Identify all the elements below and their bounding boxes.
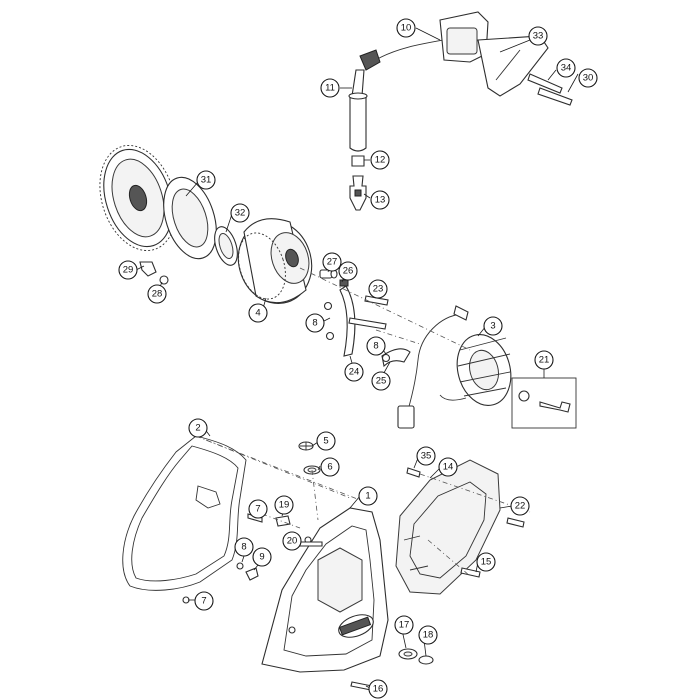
callout-12-label: 12 — [375, 155, 386, 166]
callout-23: 23 — [368, 279, 388, 299]
callout-17-label: 17 — [399, 620, 410, 631]
callout-4-label: 4 — [255, 308, 260, 319]
callout-7-lower: 7 — [194, 591, 214, 611]
callout-28: 28 — [147, 284, 167, 304]
callout-9-label: 9 — [259, 552, 264, 563]
callout-8: 8 — [305, 313, 325, 333]
starter-gear — [99, 145, 177, 251]
callout-23-label: 23 — [373, 284, 384, 295]
callout-10-label: 10 — [401, 23, 412, 34]
callout-7: 7 — [248, 499, 268, 519]
pickup-sensor — [381, 348, 411, 368]
callout-16: 16 — [368, 679, 388, 699]
washer-32 — [214, 226, 238, 266]
callout-30-label: 30 — [583, 73, 594, 84]
repair-kit-box — [511, 377, 577, 429]
callout-34: 34 — [556, 58, 576, 78]
small-hardware — [182, 441, 525, 691]
coil-bolts — [527, 73, 573, 106]
ignition-cover — [261, 507, 389, 673]
callout-13-label: 13 — [375, 195, 386, 206]
callout-1-label: 1 — [365, 491, 370, 502]
callout-8-pickup: 8 — [366, 336, 386, 356]
callout-15: 15 — [476, 552, 496, 572]
callout-22-label: 22 — [515, 501, 526, 512]
chain-guide-24 — [339, 285, 356, 357]
stator-cable — [397, 305, 469, 429]
callout-27: 27 — [322, 252, 342, 272]
callout-3: 3 — [483, 316, 503, 336]
callout-24-label: 24 — [349, 367, 360, 378]
rotor-flywheel — [237, 218, 313, 305]
callout-24: 24 — [344, 362, 364, 382]
callout-6-label: 6 — [327, 462, 332, 473]
callout-8-label: 8 — [312, 318, 317, 329]
callout-7-lower-label: 7 — [201, 596, 206, 607]
bracket-29-28 — [139, 261, 169, 285]
callout-29: 29 — [118, 260, 138, 280]
callout-22: 22 — [510, 496, 530, 516]
callout-19-label: 19 — [279, 500, 290, 511]
callout-25-label: 25 — [376, 376, 387, 387]
callout-21: 21 — [534, 350, 554, 370]
callout-32: 32 — [230, 203, 250, 223]
callout-1: 1 — [358, 486, 378, 506]
callout-20: 20 — [282, 531, 302, 551]
callout-14: 14 — [438, 457, 458, 477]
callout-17: 17 — [394, 615, 414, 635]
callout-14-label: 14 — [443, 462, 454, 473]
gasket — [122, 435, 247, 591]
callout-8-cover: 8 — [234, 537, 254, 557]
callout-26-label: 26 — [343, 266, 354, 277]
callout-35: 35 — [416, 446, 436, 466]
callout-4: 4 — [248, 303, 268, 323]
callout-5: 5 — [316, 431, 336, 451]
callout-35-label: 35 — [421, 451, 432, 462]
callout-8-cover-label: 8 — [241, 542, 246, 553]
callout-13: 13 — [370, 190, 390, 210]
callout-26: 26 — [338, 261, 358, 281]
callout-33-label: 33 — [533, 31, 544, 42]
callout-18-label: 18 — [423, 630, 434, 641]
callout-32-label: 32 — [235, 208, 246, 219]
callout-30: 30 — [578, 68, 598, 88]
callout-18: 18 — [418, 625, 438, 645]
callout-9: 9 — [252, 547, 272, 567]
callout-2-label: 2 — [195, 423, 200, 434]
callout-27-label: 27 — [327, 257, 338, 268]
callout-16-label: 16 — [373, 684, 384, 695]
rotor-nut-and-key — [319, 269, 349, 287]
callout-8-pickup-label: 8 — [373, 341, 378, 352]
callout-28-label: 28 — [152, 289, 163, 300]
freewheel — [163, 176, 217, 260]
stator — [456, 334, 512, 406]
callout-10: 10 — [396, 18, 416, 38]
callout-6: 6 — [320, 457, 340, 477]
ignition-coil-assembly — [348, 11, 549, 152]
callout-31: 31 — [196, 170, 216, 190]
callout-19: 19 — [274, 495, 294, 515]
callout-15-label: 15 — [481, 557, 492, 568]
callout-7-label: 7 — [255, 504, 260, 515]
callout-29-label: 29 — [123, 265, 134, 276]
callout-12: 12 — [370, 150, 390, 170]
callout-34-label: 34 — [561, 63, 572, 74]
callout-21-label: 21 — [539, 355, 550, 366]
callout-25: 25 — [371, 371, 391, 391]
callout-3-label: 3 — [490, 321, 495, 332]
callout-5-label: 5 — [323, 436, 328, 447]
callout-33: 33 — [528, 26, 548, 46]
spark-plug-and-cap — [349, 155, 367, 211]
sprocket-cover — [395, 459, 501, 595]
callout-31-label: 31 — [201, 175, 212, 186]
callout-11-label: 11 — [325, 83, 335, 94]
callout-20-label: 20 — [287, 536, 298, 547]
callouts: 10 33 34 30 11 12 13 31 32 29 28 27 26 2… — [118, 18, 598, 699]
callout-2: 2 — [188, 418, 208, 438]
callout-11: 11 — [320, 78, 340, 98]
